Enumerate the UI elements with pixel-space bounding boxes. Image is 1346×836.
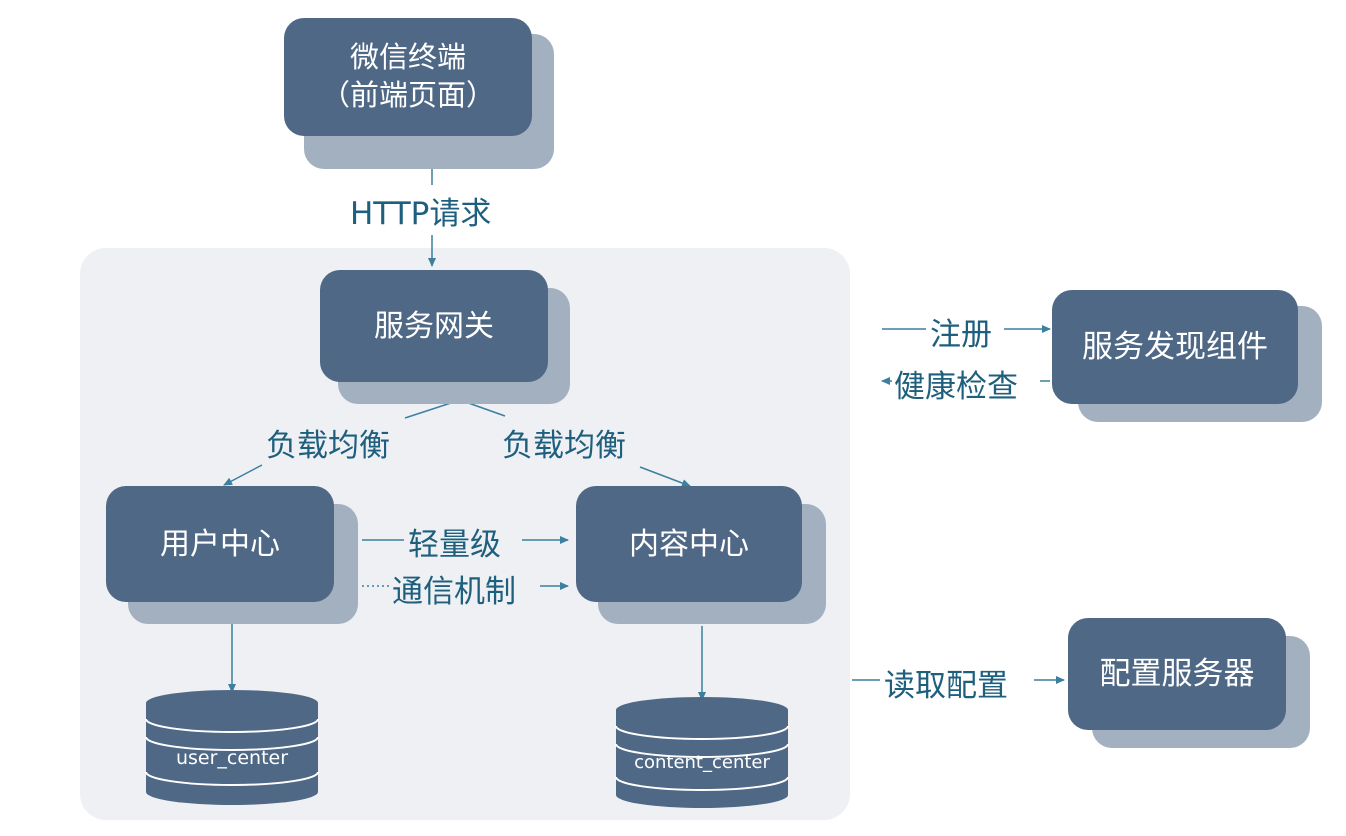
load-balance-right-label: 负载均衡 — [502, 420, 626, 465]
health-check-label: 健康检查 — [894, 361, 1018, 406]
service-discovery-label: 服务发现组件 — [1082, 328, 1268, 365]
config-server-label: 配置服务器 — [1099, 655, 1255, 692]
wechat-terminal-title: 微信终端 — [349, 40, 466, 75]
user-center-db-label: user_center — [176, 747, 288, 769]
wechat-terminal-subtitle: （前端页面） — [320, 78, 495, 112]
content-center-database-icon: content_center — [615, 697, 789, 808]
content-center-label: 内容中心 — [629, 526, 749, 562]
register-label: 注册 — [930, 309, 992, 354]
user-center-label: 用户中心 — [160, 526, 280, 562]
edge-lb-to-content-center — [639, 466, 691, 487]
comm-mechanism-label: 通信机制 — [392, 566, 516, 611]
lightweight-label: 轻量级 — [408, 519, 501, 564]
edge-lb-to-user-center — [223, 464, 263, 486]
http-request-label: HTTP请求 — [350, 188, 492, 233]
load-balance-left-label: 负载均衡 — [266, 420, 390, 465]
read-config-label: 读取配置 — [884, 660, 1008, 705]
service-gateway-label: 服务网关 — [374, 308, 494, 344]
content-center-db-label: content_center — [634, 752, 770, 773]
user-center-database-icon: user_center — [145, 690, 319, 805]
